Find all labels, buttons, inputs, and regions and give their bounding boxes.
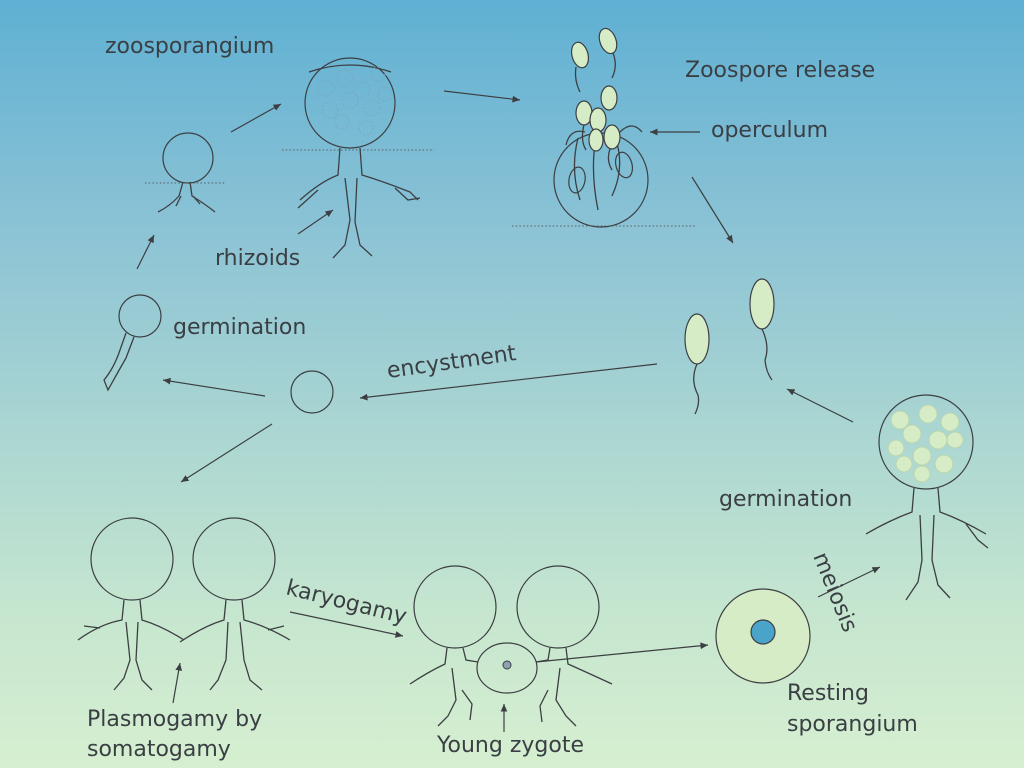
- young-zygote-thalli: [409, 565, 613, 727]
- cyst: [290, 370, 334, 414]
- label-encystment: encystment: [385, 341, 518, 384]
- label-rhizoids: rhizoids: [215, 246, 300, 271]
- label-plasmogamy-line1: Plasmogamy by: [87, 707, 262, 732]
- label-operculum: operculum: [711, 118, 828, 143]
- label-karyogamy: karyogamy: [284, 576, 410, 630]
- resting-sporangium: [715, 588, 811, 684]
- young-thallus: [145, 132, 225, 213]
- label-zoospore-release: Zoospore release: [685, 58, 875, 83]
- zoospore-release: [512, 27, 697, 228]
- zoosporangium-thallus: [282, 57, 434, 259]
- plasmogamy-thalli: [77, 517, 291, 691]
- label-germination-right: germination: [719, 487, 852, 512]
- label-resting-line2: sporangium: [787, 712, 918, 737]
- germinating-resting-sporangium: [865, 394, 989, 601]
- label-germination-left: germination: [173, 315, 306, 340]
- cycle-arrows: [136, 90, 881, 732]
- label-zoosporangium: zoosporangium: [105, 34, 274, 59]
- label-resting-line1: Resting: [787, 681, 869, 706]
- germinating-cyst: [103, 294, 162, 392]
- free-zoospores: [684, 278, 775, 415]
- label-young-zygote: Young zygote: [436, 733, 584, 758]
- label-plasmogamy-line2: somatogamy: [87, 737, 231, 762]
- label-meiosis: meiosis: [807, 549, 861, 636]
